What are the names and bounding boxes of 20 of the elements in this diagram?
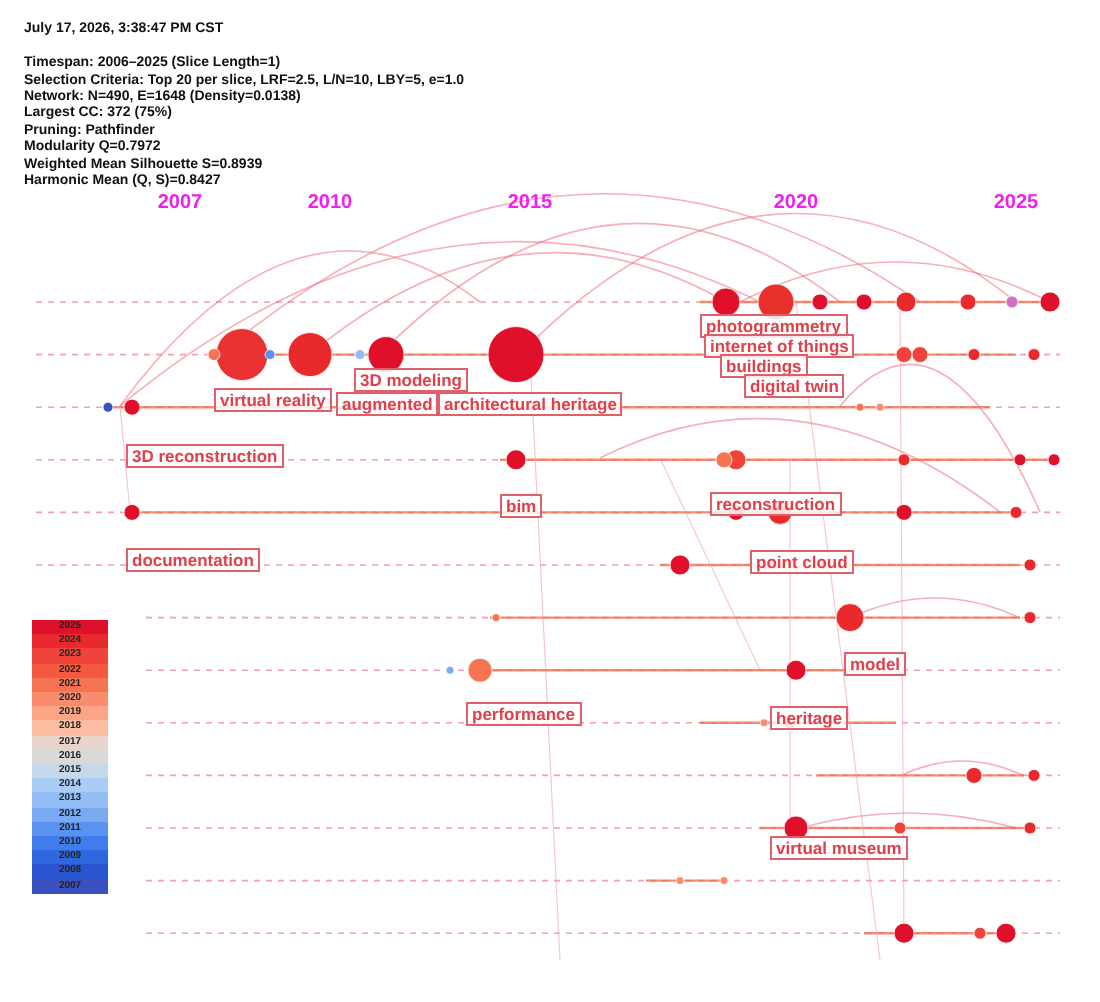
- year-label: 2010: [307, 192, 353, 214]
- keyword-label: performance: [466, 702, 581, 726]
- keyword-label: 3D modeling: [354, 368, 469, 392]
- keyword-label: architectural heritage: [438, 392, 623, 416]
- keyword-label: virtual museum: [770, 836, 908, 860]
- keyword-label: documentation: [126, 548, 260, 572]
- year-label: 2020: [773, 192, 819, 214]
- keyword-label: reconstruction: [710, 492, 842, 516]
- keyword-label: point cloud: [750, 550, 854, 574]
- keyword-label: heritage: [770, 706, 849, 730]
- keyword-label: internet of things: [704, 334, 855, 358]
- keyword-label: model: [844, 652, 907, 676]
- year-label: 2025: [993, 192, 1039, 214]
- keyword-label: bim: [500, 494, 543, 518]
- year-label: 2007: [157, 192, 203, 214]
- keyword-label: digital twin: [744, 374, 845, 398]
- keyword-label: augmented: [336, 392, 439, 416]
- keyword-label: 3D reconstruction: [126, 444, 284, 468]
- year-label: 2015: [507, 192, 553, 214]
- keyword-label: virtual reality: [214, 388, 332, 412]
